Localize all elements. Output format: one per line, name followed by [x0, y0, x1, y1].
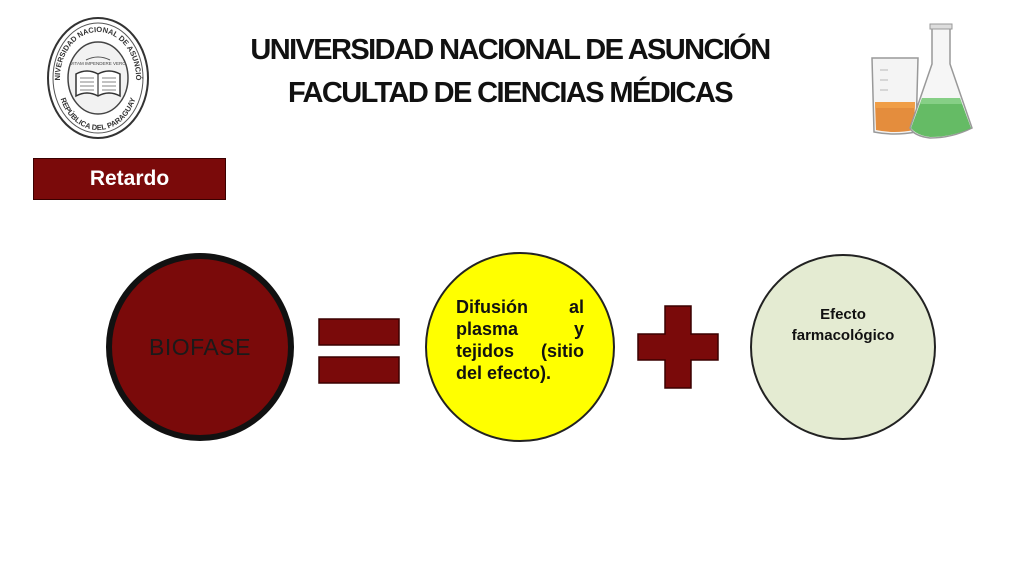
section-tag: Retardo — [33, 158, 226, 200]
faculty-title: FACULTAD DE CIENCIAS MÉDICAS — [288, 77, 734, 109]
plus-sign-icon — [637, 305, 719, 389]
university-seal-logo: UNIVERSIDAD NACIONAL DE ASUNCIÓN REPÚBLI… — [46, 16, 149, 139]
equals-sign-icon — [318, 318, 400, 384]
biofase-label: BIOFASE — [149, 333, 251, 360]
efecto-circle: Efecto farmacológico — [750, 254, 936, 440]
biofase-circle: BIOFASE — [106, 253, 294, 441]
efecto-label: Efecto farmacológico — [791, 305, 895, 344]
university-title: UNIVERSIDAD NACIONAL DE ASUNCIÓN — [250, 34, 771, 66]
svg-text:VITAM IMPENDERE VERO: VITAM IMPENDERE VERO — [70, 61, 126, 66]
lab-flasks-image — [871, 23, 973, 139]
difusion-label: Difusión al plasma y tejidos (sitio del … — [456, 297, 584, 383]
difusion-circle: Difusión al plasma y tejidos (sitio del … — [425, 252, 615, 442]
